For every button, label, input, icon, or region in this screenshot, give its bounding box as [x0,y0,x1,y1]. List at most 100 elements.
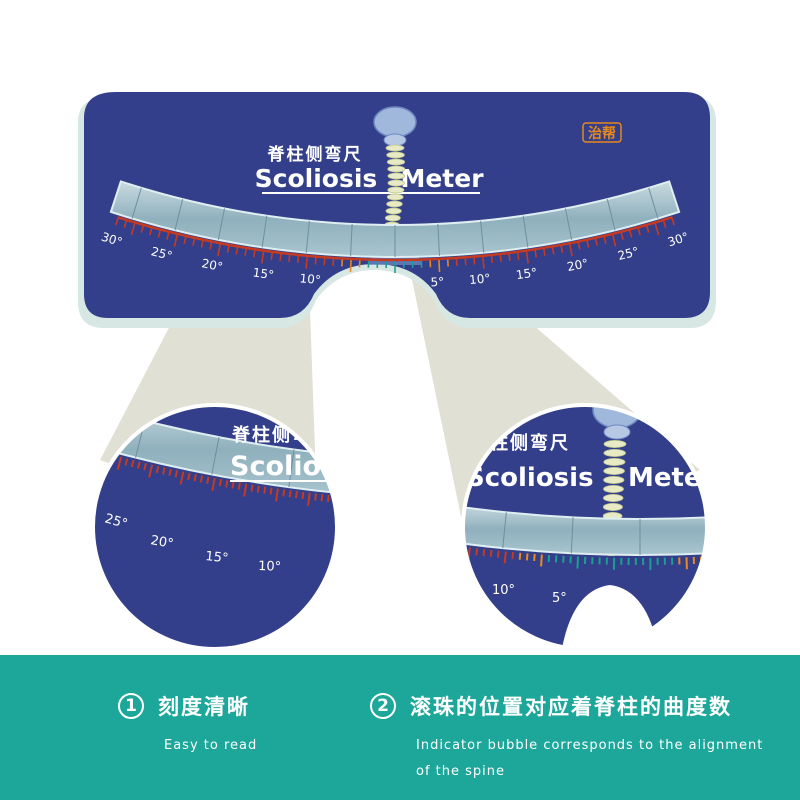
zoom-left-tick [314,493,318,501]
feature-indicator-bubble: 2 滚珠的位置对应着脊柱的曲度数 Indicator bubble corres… [370,691,776,785]
scale-tick [130,221,137,236]
tube-divider [480,220,485,253]
feature-band: 1 刻度清晰 Easy to read 2 滚珠的位置对应着脊柱的曲度数 Ind… [0,655,800,800]
zoom-left-tube-divider [211,437,220,475]
scale-label-right: 10° [469,271,491,287]
zoom-right-title-en-2: Mete [628,463,702,493]
zoom-left-tick [256,485,260,493]
zoom-left-tick [231,481,235,489]
scale-label-right: 20° [566,256,590,274]
zoom-left-tick [76,445,78,452]
zoom-left-tick [320,494,324,502]
zoom-left-tick [70,443,72,450]
tube-divider [648,187,659,219]
zoom-right-title-en-1: Scoliosis [466,463,594,493]
scale-tick [305,254,309,269]
scale-tick [481,254,485,269]
zoom-right-tick [489,549,493,558]
zoom-circle-left: 脊柱侧弯 Scoliosi 25° 20° 15° 10° [56,403,406,651]
tube-divider [261,215,268,248]
zoom-left-tick [366,499,367,506]
zoom-left-tick [168,468,172,477]
zoom-left-tick [64,441,66,448]
vertebra [387,165,406,173]
zoom-left-label-20: 20° [149,533,174,552]
feature-number-1: 1 [118,693,144,719]
zoom-right-tick [447,545,448,552]
zoom-right-tick [463,546,464,554]
scale-label-left: 20° [200,256,224,274]
scale-tick [261,249,265,264]
zoom-left-title-en: Scoliosi [230,451,346,482]
tube-body [109,180,681,258]
tube-divider [606,199,616,231]
zoom-left-tick [155,465,160,474]
zoom-left-tick [360,498,361,505]
brand-logo: 治帮 [588,125,616,142]
scale-band [117,216,673,262]
zoom-left-tick [56,439,60,451]
zoom-left-tick [93,450,98,458]
vertebra [386,200,403,208]
zoom-right-tick [533,553,536,562]
zoom-right-tick [475,548,479,556]
zoom-vertebra [603,466,625,475]
scale-tick [525,249,529,264]
zoom-left-tick [269,487,273,495]
degree-scale: 30°25°20°15°10°5°30°25°20°15°10°5° [100,216,690,290]
zoom-left-label-15: 15° [205,549,229,566]
tube-divider [522,215,529,248]
zoom-left-label-10: 10° [258,559,282,575]
zoom-left-tick [326,494,330,503]
zoom-vertebra [603,448,626,457]
zoom-right-tick [496,550,500,558]
zoom-left-tick [243,483,248,497]
scale-label-right: 5° [430,275,444,290]
title-cn: 脊柱侧弯尺 [267,144,363,165]
brand-logo-frame [582,122,622,143]
zoom-left-tick [225,480,229,488]
scale-label-left: 10° [299,271,321,287]
zoom-left-tick [340,496,341,509]
zoom-right-label-5: 5° [552,591,567,606]
vertebra [386,193,404,201]
zoom-left-tick [237,482,241,490]
zoom-left-tick [295,491,298,499]
scale-tick [568,242,573,257]
zoom-right-tick [503,551,507,564]
zoom-left-label-25: 25° [103,511,129,532]
vertebra [385,144,405,152]
zoom-left-tick [137,461,141,469]
zoom-left-tick [124,458,129,466]
zoom-left-tick [405,501,406,514]
zoom-right-tick [440,544,441,551]
zoom-left-tick [250,484,254,492]
zoom-vertebra [603,475,625,484]
zoom-left-tick [193,474,197,482]
zoom-right-label-10: 10° [492,583,515,598]
vertebra [385,207,402,215]
scale-label-left: 25° [150,244,174,263]
zoom-left-tick [130,459,135,468]
zoom-left-tick [87,449,91,462]
zoom-left-tick [211,477,216,492]
zoom-left-tick [206,476,210,484]
tube-divider [305,220,310,253]
zoom-vertebra [603,493,624,502]
tube-divider [437,223,440,256]
scoliosis-meter-illustration: 治帮 脊柱侧弯尺 Scoliosis Meter 30°25°20°15°10°… [56,92,716,651]
feature-title-1: 刻度清晰 [158,695,250,719]
zoom-vertebra [602,502,623,511]
zoom-left-tick [218,479,223,487]
feature-number-2: 2 [370,693,396,719]
zoom-left-tick [263,486,267,494]
vertebra [386,158,406,166]
feature-subtitle-1: Easy to read [164,738,258,753]
tube-divider [350,223,353,256]
scale-label-left: 5° [345,275,359,290]
tube-divider [131,187,142,219]
vertebra [384,214,401,222]
zoom-right-tick [518,552,522,560]
zoom-right-tick [455,546,456,553]
zoom-left-tick [282,489,286,497]
